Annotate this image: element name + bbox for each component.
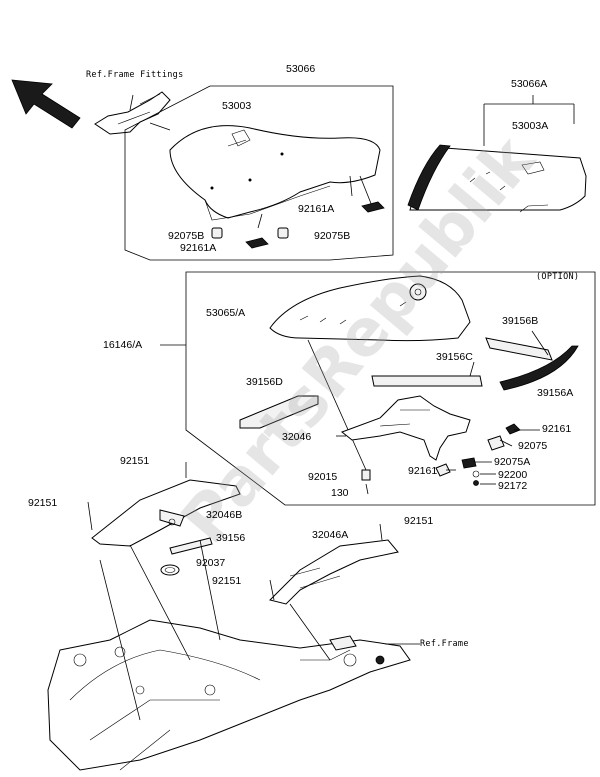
label-92151-a: 92151 [120,455,150,467]
option-leaders [336,429,540,485]
option-box [160,271,596,506]
option-small-parts [361,423,521,495]
label-130: 130 [331,487,349,499]
label-92161A-top: 92161A [298,203,335,215]
label-16146A: 16146/A [103,339,143,351]
motorcycle-frame [47,539,420,771]
frame-fitting-bracket [94,91,171,135]
label-92151-d: 92151 [212,575,242,587]
seat-hook-92161A [361,201,385,213]
rider-seat [169,125,381,229]
label-92075B-right: 92075B [314,230,351,242]
label-92015: 92015 [308,471,338,483]
label-92200: 92200 [498,469,528,481]
seat-damper-92075B [211,227,289,239]
rod-39156 [169,537,213,555]
label-39156D: 39156D [246,376,283,388]
label-92172: 92172 [498,480,528,492]
label-39156C: 39156C [436,351,473,363]
rider-seat-box [124,85,394,261]
pad-39156B [485,330,553,361]
strip-39156A [499,345,579,391]
front-direction-arrow-icon [11,79,81,129]
label-option: (OPTION) [536,272,580,282]
label-ref-frame-fittings: Ref.Frame Fittings [86,70,184,80]
bracket-32046B [87,462,241,547]
label-ref-frame: Ref.Frame [420,639,469,649]
bracket-32046A [269,523,399,605]
label-92151-c: 92151 [404,515,434,527]
pad-39156C [371,361,483,387]
label-92161: 92161 [542,423,572,435]
label-32046A: 32046A [312,529,349,541]
label-39156B: 39156B [502,315,539,327]
label-53066A: 53066A [511,78,548,90]
label-53003A: 53003A [512,120,549,132]
label-92075B-left: 92075B [168,230,205,242]
label-92161A-bottom: 92161A [180,242,217,254]
label-92075A: 92075A [494,456,531,468]
pad-39156D [239,395,319,429]
label-92151-b: 92151 [28,497,58,509]
label-92075: 92075 [518,440,548,452]
label-92161-b: 92161 [408,465,438,477]
label-39156: 39156 [216,532,246,544]
seat-cowl [269,275,471,471]
clip-92037 [160,564,180,576]
label-92037: 92037 [196,557,226,569]
label-53065A: 53065/A [206,307,246,319]
label-53003: 53003 [222,100,252,112]
bracket-32046 [340,395,471,461]
seat-hook-92161A-b [245,237,269,249]
label-32046: 32046 [282,431,312,443]
label-32046B: 32046B [206,509,243,521]
passenger-seat-53066A [407,95,587,213]
label-53066: 53066 [286,63,316,75]
label-39156A: 39156A [537,387,574,399]
